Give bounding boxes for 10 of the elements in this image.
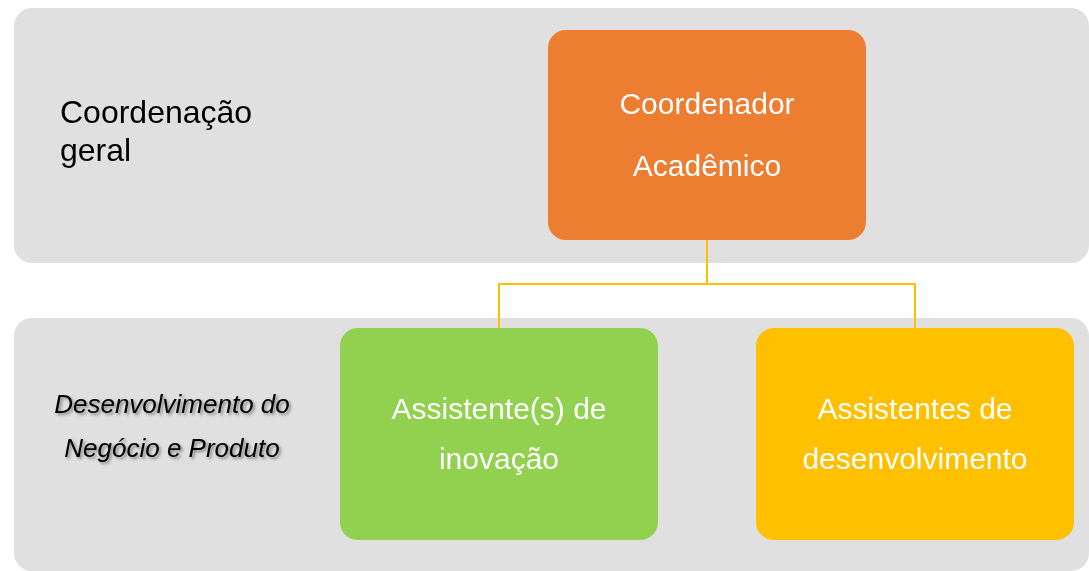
band-background	[14, 318, 1089, 571]
band-heading: Coordenação geral	[60, 93, 254, 169]
band-heading: Desenvolvimento do Negócio e Produto	[53, 388, 291, 465]
role-label: Assistentes de desenvolvimento	[801, 391, 1029, 477]
band-background	[14, 8, 1089, 263]
role-box	[548, 30, 866, 240]
role-box	[756, 328, 1074, 540]
role-label: Assistente(s) de inovação	[390, 391, 608, 477]
role-box	[340, 328, 658, 540]
role-label: Coordenador Acadêmico	[618, 86, 796, 184]
